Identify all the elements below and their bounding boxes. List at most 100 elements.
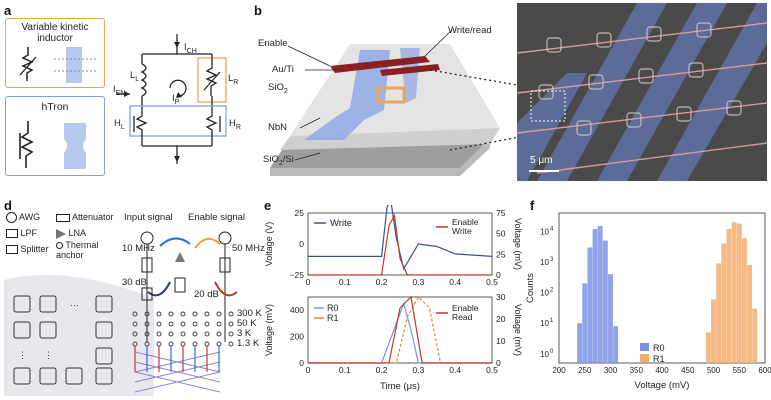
e-bot-ylabel-left: Voltage (mV) xyxy=(264,304,274,356)
label-ll: LL xyxy=(130,70,139,83)
f-xtick: 300 xyxy=(604,366,618,375)
e-legend-enable: Enable xyxy=(452,217,479,227)
label-nbn: NbN xyxy=(268,122,288,133)
stage-50k: 50 K xyxy=(237,318,257,329)
f-ytick: 10 xyxy=(540,258,549,267)
panel-letter-c: c xyxy=(503,3,511,18)
e-top-ytick-left: −25 xyxy=(290,270,305,280)
e-bot-xtick: 0.1 xyxy=(339,365,351,375)
thermal-anchor-icon xyxy=(56,242,63,250)
wiring-diagram xyxy=(132,231,238,393)
attenuator-icon xyxy=(56,213,70,222)
label-hr: HR xyxy=(229,118,241,131)
label-lr: LR xyxy=(228,73,238,86)
f-ytick-exp: 1 xyxy=(550,318,554,324)
e-top-ytick-left: 0 xyxy=(299,239,304,249)
e-legend-write2: Write xyxy=(452,226,472,236)
panel-letter-f: f xyxy=(530,198,535,213)
legend-lpf: LPF xyxy=(6,228,38,239)
label-substrate: SiO2/Si xyxy=(263,154,294,167)
f-bar-r1 xyxy=(741,238,747,363)
awg-icon xyxy=(6,212,17,224)
f-bar-r1 xyxy=(711,299,716,363)
label-ip-main: I xyxy=(172,93,175,104)
e-top-xtick: 0.4 xyxy=(449,277,461,287)
device-stack-3d xyxy=(270,29,500,176)
e-legend-read: Read xyxy=(452,312,473,322)
e-bot-xtick: 0.2 xyxy=(376,365,388,375)
e-top-xtick: 0.1 xyxy=(339,277,351,287)
f-xtick: 400 xyxy=(655,366,669,375)
label-ien: IEN xyxy=(113,84,125,97)
f-frame xyxy=(558,212,766,364)
sem-image xyxy=(517,3,767,181)
panel-letter-b: b xyxy=(254,3,262,18)
f-bar-r0 xyxy=(597,225,603,363)
f-xtick: 500 xyxy=(707,366,721,375)
lpf-icon xyxy=(6,229,18,239)
e-series-write xyxy=(308,205,493,271)
label-sio2-sub: 2 xyxy=(283,87,288,95)
e-top-ylabel-left: Voltage (V) xyxy=(264,222,274,267)
label-hl: HL xyxy=(114,118,125,131)
e-top-ytick-left: 25 xyxy=(295,208,305,218)
lna-icon xyxy=(56,228,66,239)
label-lr-sub: R xyxy=(233,78,239,86)
f-bar-r0 xyxy=(587,247,593,363)
panel-letter-d: d xyxy=(4,198,12,213)
e-series-enable xyxy=(308,295,492,364)
label-ich-main: I xyxy=(184,42,187,53)
e-top-ylabel-right: Voltage (mV) xyxy=(513,218,523,270)
f-bar-r1 xyxy=(716,263,722,363)
label-au-ti: Au/Ti xyxy=(272,64,294,75)
label-substrate-tail: /Si xyxy=(282,154,294,165)
scale-bar-label: 5 μm xyxy=(530,155,553,166)
legend-awg-label: AWG xyxy=(19,212,41,222)
f-legend-r1: R1 xyxy=(653,354,665,364)
kinetic-inductor-box: Variable kinetic inductor xyxy=(5,18,105,88)
label-hr-main: H xyxy=(229,118,236,129)
e-series-enable xyxy=(308,213,492,276)
legend-lna-label: LNA xyxy=(68,228,87,238)
legend-awg: AWG xyxy=(6,212,41,224)
label-ll-sub: L xyxy=(135,75,140,83)
legend-attenuator-label: Attenuator xyxy=(72,212,114,222)
e-bot-ytick-right: 30 xyxy=(496,292,506,302)
f-xtick: 350 xyxy=(630,366,644,375)
legend-lna: LNA xyxy=(56,228,86,239)
e-bot-ytick-left: 200 xyxy=(290,332,304,342)
e-bot-ytick-right: 0 xyxy=(496,358,501,368)
label-hl-main: H xyxy=(114,118,121,129)
e-bot-xtick: 0.3 xyxy=(412,365,424,375)
f-xlabel: Voltage (mV) xyxy=(635,380,690,391)
f-ylabel: Counts xyxy=(525,273,536,303)
f-xtick: 250 xyxy=(578,366,592,375)
f-legend-r0: R0 xyxy=(653,343,665,353)
panel-letter-a: a xyxy=(4,3,12,18)
stage-1-3k: 1.3 K xyxy=(237,338,260,349)
f-xtick: 200 xyxy=(552,366,566,375)
e-bottom-frame xyxy=(307,296,493,364)
f-ytick: 10 xyxy=(540,227,549,236)
f-bar-r1 xyxy=(752,308,758,363)
e-top-ytick-right: 50 xyxy=(496,229,506,239)
e-top-xtick: 0.3 xyxy=(412,277,424,287)
e-bot-ytick-right: 10 xyxy=(496,336,506,346)
freq-right-label: 50 MHz xyxy=(232,243,265,254)
e-bot-ytick-left: 0 xyxy=(299,358,304,368)
f-bar-r0 xyxy=(613,326,619,363)
label-ip-sub: P xyxy=(174,98,180,106)
e-bot-xtick: 0 xyxy=(306,365,311,375)
stage-300k: 300 K xyxy=(237,308,262,319)
f-bar-r1 xyxy=(726,228,732,363)
e-top-xtick: 0 xyxy=(306,277,311,287)
circuit-diagram xyxy=(116,34,227,164)
f-xtick: 550 xyxy=(733,366,747,375)
e-top-ytick-right: 75 xyxy=(496,208,506,218)
e-top-frame xyxy=(307,212,493,276)
legend-lpf-label: LPF xyxy=(20,228,38,238)
label-ip: IP xyxy=(172,93,179,106)
kinetic-inductor-symbols xyxy=(19,47,96,83)
label-substrate-sub: 2 xyxy=(278,159,283,167)
